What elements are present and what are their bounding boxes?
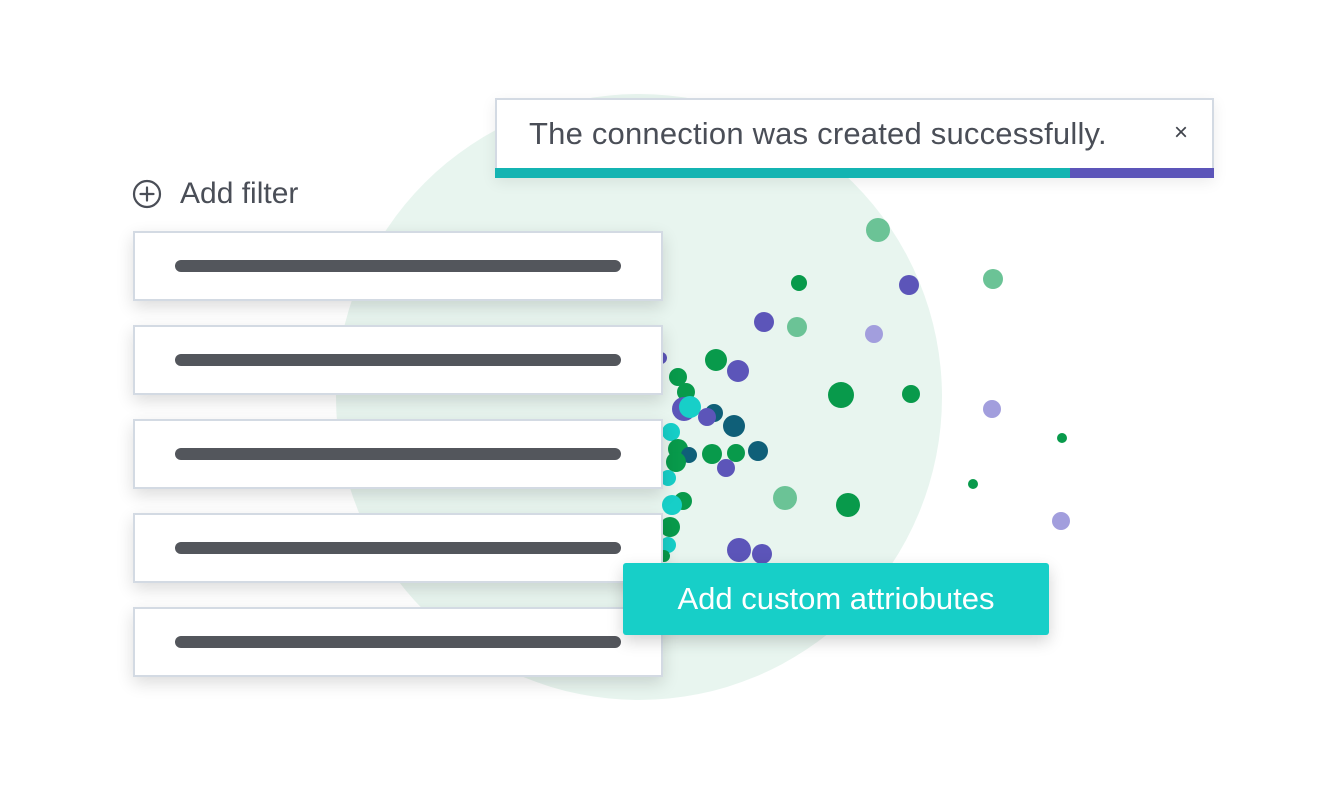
add-filter-label: Add filter bbox=[180, 177, 299, 210]
dot bbox=[717, 459, 735, 477]
success-notification: The connection was created successfully.… bbox=[495, 98, 1214, 178]
dot bbox=[1052, 512, 1070, 530]
placeholder-bar bbox=[175, 448, 621, 460]
plus-circle-icon bbox=[132, 179, 162, 209]
dot bbox=[1057, 433, 1067, 443]
dot bbox=[702, 444, 722, 464]
dot bbox=[902, 385, 920, 403]
dot bbox=[727, 538, 751, 562]
filter-row[interactable] bbox=[133, 513, 663, 583]
dot bbox=[791, 275, 807, 291]
filter-row[interactable] bbox=[133, 325, 663, 395]
dot bbox=[698, 408, 716, 426]
dot bbox=[773, 486, 797, 510]
filter-row[interactable] bbox=[133, 231, 663, 301]
dot bbox=[899, 275, 919, 295]
placeholder-bar bbox=[175, 354, 621, 366]
dot bbox=[660, 537, 676, 553]
dot bbox=[723, 415, 745, 437]
filter-row[interactable] bbox=[133, 419, 663, 489]
dot bbox=[748, 441, 768, 461]
filter-row[interactable] bbox=[133, 607, 663, 677]
dot bbox=[754, 312, 774, 332]
placeholder-bar bbox=[175, 260, 621, 272]
dot bbox=[787, 317, 807, 337]
add-custom-attributes-button[interactable]: Add custom attriobutes bbox=[623, 563, 1049, 635]
notification-progress-bar bbox=[495, 168, 1214, 178]
dot bbox=[866, 218, 890, 242]
add-filter-button[interactable]: Add filter bbox=[132, 174, 298, 214]
dot bbox=[662, 495, 682, 515]
dot bbox=[727, 444, 745, 462]
dot bbox=[836, 493, 860, 517]
dot bbox=[727, 360, 749, 382]
dot bbox=[666, 452, 686, 472]
close-icon[interactable]: × bbox=[1173, 119, 1188, 146]
dot bbox=[660, 517, 680, 537]
placeholder-bar bbox=[175, 542, 621, 554]
dot bbox=[705, 349, 727, 371]
dot bbox=[752, 544, 772, 564]
filter-list bbox=[133, 231, 663, 701]
dot bbox=[662, 423, 680, 441]
dot bbox=[983, 269, 1003, 289]
dot bbox=[679, 396, 701, 418]
placeholder-bar bbox=[175, 636, 621, 648]
dot bbox=[660, 470, 676, 486]
dot bbox=[865, 325, 883, 343]
dot bbox=[669, 368, 687, 386]
dot bbox=[828, 382, 854, 408]
dot bbox=[983, 400, 1001, 418]
notification-progress-fill bbox=[495, 168, 1071, 178]
dot bbox=[968, 479, 978, 489]
notification-message: The connection was created successfully. bbox=[529, 116, 1107, 151]
